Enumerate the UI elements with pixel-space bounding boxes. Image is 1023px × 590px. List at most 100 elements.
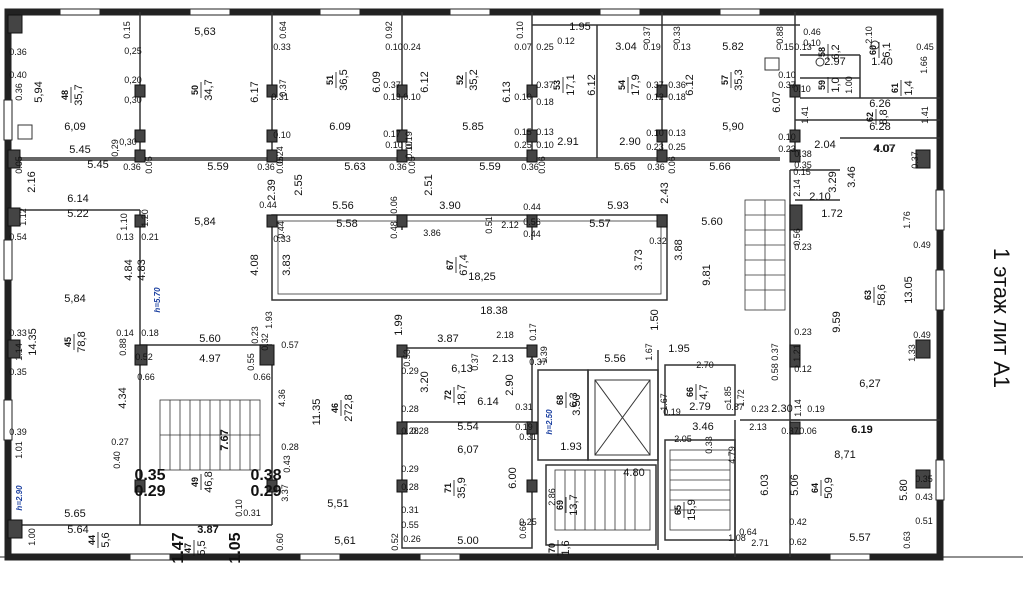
dimension-label: 0.12 bbox=[794, 364, 812, 374]
dimension-label: 5.00 bbox=[457, 535, 478, 547]
dimension-label: 0.49 bbox=[913, 330, 931, 340]
dimension-label: 2.10 bbox=[809, 191, 830, 203]
dimension-label: 0.37 bbox=[781, 426, 799, 436]
dimension-label: 1.41 bbox=[800, 106, 810, 124]
room-area: 15,9 bbox=[686, 499, 698, 520]
room-area: 6,1 bbox=[881, 42, 893, 57]
dimension-label: 0.44 bbox=[523, 202, 541, 212]
room-number: 69 bbox=[555, 500, 565, 510]
dimension-label: 0.13 bbox=[116, 232, 134, 242]
dimension-label: 2.10 bbox=[864, 26, 874, 44]
room-number: 64 bbox=[810, 483, 820, 493]
dimension-label: 0.31 bbox=[515, 402, 533, 412]
room-number: 65 bbox=[673, 505, 683, 515]
dimension-label: 0.40 bbox=[9, 70, 27, 80]
room-number: 52 bbox=[455, 75, 465, 85]
dimension-label: 0.51 bbox=[484, 216, 494, 234]
dimension-label: 4.83 bbox=[136, 259, 148, 280]
dimension-label: 0.43 bbox=[915, 492, 933, 502]
dimension-label: 1.14 bbox=[793, 399, 803, 417]
dimension-label: 3.46 bbox=[692, 421, 713, 433]
dimension-label: 0.36 bbox=[647, 162, 665, 172]
dimension-label: 0.33 bbox=[273, 42, 291, 52]
dimension-label: 0.31 bbox=[243, 508, 261, 518]
dimension-label: 0.88 bbox=[118, 338, 128, 356]
dimension-label: 1.12 bbox=[18, 208, 28, 226]
dimension-label: 6.09 bbox=[371, 71, 383, 92]
dimension-label: 6.07 bbox=[771, 91, 783, 112]
room-area: 1,4 bbox=[903, 80, 915, 95]
dimension-label: 2.13 bbox=[749, 422, 767, 432]
dimension-label: 0.32 bbox=[649, 236, 667, 246]
dimension-label: 0.06 bbox=[799, 426, 817, 436]
dimension-label: 18.38 bbox=[480, 305, 508, 317]
dimension-label: 0.28 bbox=[401, 482, 419, 492]
dimension-label: 2.13 bbox=[492, 353, 513, 365]
dimension-label: 0.18 bbox=[141, 328, 159, 338]
dimension-label: 13.05 bbox=[903, 276, 915, 304]
room-area: 35,7 bbox=[73, 84, 85, 105]
dimension-label: 1.39 bbox=[539, 346, 549, 364]
dimension-label: 0.23 bbox=[794, 242, 812, 252]
dimension-label: 0.60 bbox=[518, 521, 528, 539]
room-area: 35,2 bbox=[468, 69, 480, 90]
dimension-label: 1.08 bbox=[728, 533, 746, 543]
dimension-label: 1.50 bbox=[649, 309, 661, 330]
dimension-label: 1.93 bbox=[560, 441, 581, 453]
dimension-label: 3.83 bbox=[281, 254, 293, 275]
dimension-label: 0.29 bbox=[134, 483, 165, 500]
room-area: 67,4 bbox=[458, 254, 470, 275]
dimension-label: 0,25 bbox=[124, 46, 142, 56]
room-area: 34,7 bbox=[203, 79, 215, 100]
dimension-label: 3.88 bbox=[673, 239, 685, 260]
dimension-label: 6.03 bbox=[759, 474, 771, 495]
dimension-label: 0.19 bbox=[404, 131, 414, 149]
dimension-label: 1.47 bbox=[170, 532, 187, 563]
dimension-label: 4.97 bbox=[199, 353, 220, 365]
dimension-label: 0.39 bbox=[9, 427, 27, 437]
room-area: 6,2 bbox=[830, 44, 842, 59]
room-number: 66 bbox=[685, 387, 695, 397]
dimension-label: 2.05 bbox=[674, 434, 692, 444]
dimension-label: 0.52 bbox=[135, 352, 153, 362]
dimension-label: 0.25 bbox=[536, 42, 554, 52]
dimension-label: 5.06 bbox=[789, 474, 801, 495]
dimension-label: 3.90 bbox=[439, 200, 460, 212]
dimension-label: 0,29 bbox=[110, 139, 120, 157]
dimension-label: 4.08 bbox=[249, 254, 261, 275]
dimension-label: 6,09 bbox=[64, 121, 85, 133]
dimension-label: 1.72 bbox=[821, 208, 842, 220]
dimension-label: 6.12 bbox=[419, 71, 431, 92]
dimension-label: 1.14 bbox=[14, 343, 24, 361]
dimension-label: 0.62 bbox=[789, 537, 807, 547]
dimension-label: 0.36 bbox=[389, 162, 407, 172]
dimension-label: 0.13 bbox=[794, 42, 812, 52]
dimension-label: 5.57 bbox=[589, 218, 610, 230]
dimension-label: 0.44 bbox=[276, 221, 286, 239]
dimension-label: 0.25 bbox=[668, 142, 686, 152]
dimension-label: 0.24 bbox=[403, 42, 421, 52]
dimension-label: 5.60 bbox=[199, 333, 220, 345]
room-area: 58,6 bbox=[876, 284, 888, 305]
dimension-label: 0.44 bbox=[259, 200, 277, 210]
dimension-label: 0.31 bbox=[401, 505, 419, 515]
dimension-label: 0.29 bbox=[401, 464, 419, 474]
dimension-label: 0.19 bbox=[663, 407, 681, 417]
dimension-label: 0.06 bbox=[389, 196, 399, 214]
room-area: 17,1 bbox=[565, 74, 577, 95]
room-area: 18,7 bbox=[456, 384, 468, 405]
dimension-label: 0.64 bbox=[739, 527, 757, 537]
dimension-label: 0.57 bbox=[281, 340, 299, 350]
dimension-label: 4.36 bbox=[277, 389, 287, 407]
dimension-label: 0.33 bbox=[672, 26, 682, 44]
